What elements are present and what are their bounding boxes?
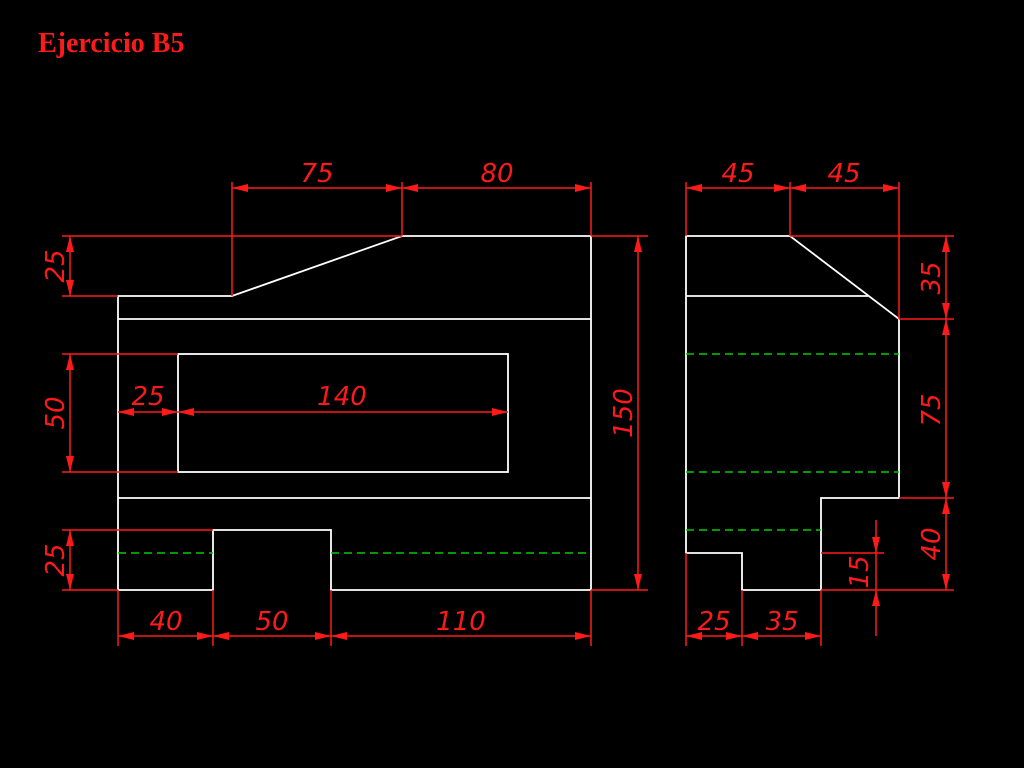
dim-text-hole-length: 140 <box>317 382 367 412</box>
side-view: 45 45 35 75 40 15 25 35 <box>685 159 954 646</box>
dim-text-side-bottom-right: 35 <box>765 607 798 637</box>
dim-text-bottom-right: 110 <box>436 607 486 637</box>
dim-text-left-top: 25 <box>41 249 71 282</box>
side-view-dimension-lines <box>686 184 950 640</box>
dim-text-overall-height: 150 <box>609 388 639 438</box>
dim-text-side-bottom-left: 25 <box>697 607 730 637</box>
dim-text-bottom-middle: 50 <box>255 607 288 637</box>
dim-text-hole-offset: 25 <box>131 382 164 412</box>
front-view-dimension-lines <box>66 184 642 640</box>
front-view-extension-lines <box>62 182 648 646</box>
dim-text-left-middle: 50 <box>41 396 71 429</box>
front-view-slot <box>177 353 509 473</box>
dim-text-side-right-middle: 75 <box>917 393 947 426</box>
page-title: Ejercicio B5 <box>38 28 185 59</box>
dim-text-side-step-height: 15 <box>845 555 875 588</box>
dim-text-side-top-left: 45 <box>721 159 754 189</box>
side-view-outline <box>685 235 900 591</box>
dim-text-side-right-top: 35 <box>917 261 947 294</box>
dim-text-side-right-bottom: 40 <box>917 527 947 560</box>
dim-text-top-left: 75 <box>300 159 333 189</box>
dim-text-bottom-left: 40 <box>149 607 182 637</box>
dim-text-side-top-right: 45 <box>827 159 860 189</box>
front-view: 75 80 25 50 25 140 150 25 40 50 110 <box>41 159 648 646</box>
dim-text-left-bottom: 25 <box>41 543 71 576</box>
dim-text-top-right: 80 <box>480 159 513 189</box>
side-view-extension-lines <box>685 182 954 646</box>
